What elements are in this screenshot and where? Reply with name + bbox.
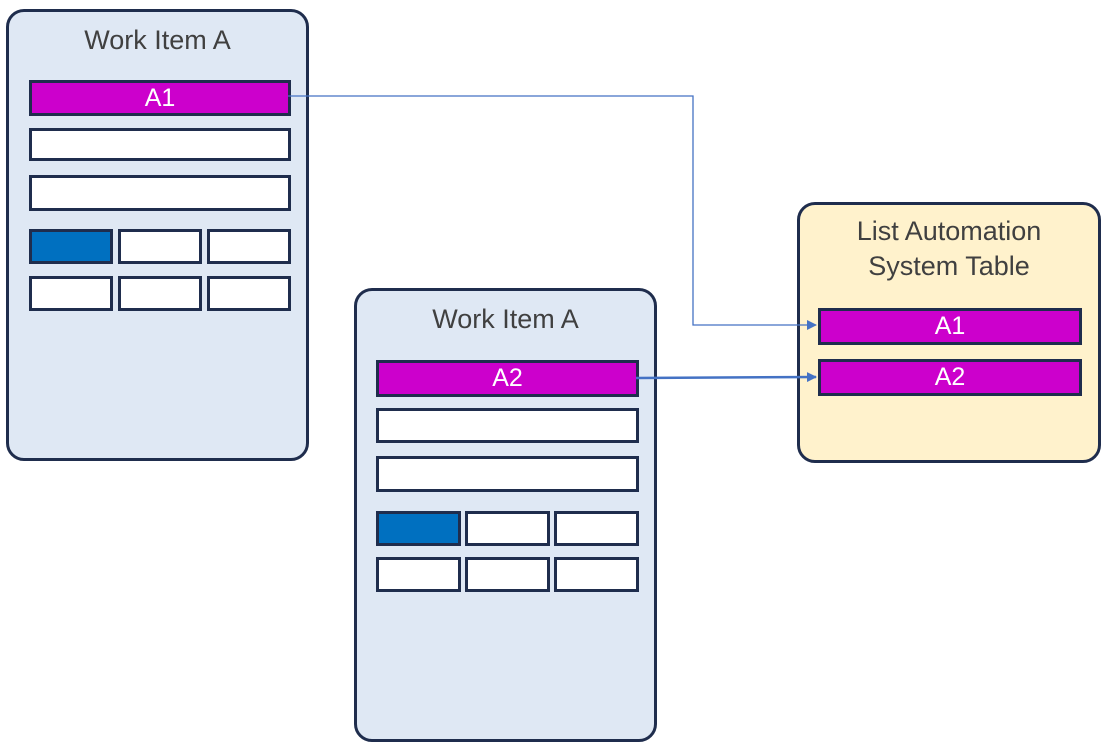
grid-cell [465, 511, 550, 546]
grid-cell [118, 229, 202, 264]
system-table-card: List Automation System Table A1 A2 [797, 202, 1101, 463]
form-field [29, 128, 291, 161]
grid-cell [465, 557, 550, 592]
work-item-title: Work Item A [84, 25, 231, 55]
work-item-id-field: A1 [29, 80, 291, 116]
system-table-title-line-1: List Automation [856, 216, 1042, 246]
grid-cell [207, 229, 291, 264]
work-item-card-2: Work Item A A2 [354, 288, 657, 742]
grid-cell [207, 276, 291, 311]
form-field [29, 175, 291, 211]
grid-cell [118, 276, 202, 311]
form-field [376, 408, 639, 443]
work-item-card-1: Work Item A A1 [6, 9, 309, 461]
grid-cell [554, 511, 639, 546]
grid-cell-selected [376, 511, 461, 546]
connector-a2-arrow [635, 372, 817, 383]
grid-cell-selected [29, 229, 113, 264]
grid-cell [29, 276, 113, 311]
system-table-title-line-2: System Table [868, 251, 1030, 281]
system-table-row: A1 [818, 308, 1082, 345]
system-table-row: A2 [818, 359, 1082, 396]
grid-cell [554, 557, 639, 592]
grid-cell [376, 557, 461, 592]
connector-a1-arrow [288, 95, 817, 330]
form-field [376, 456, 639, 492]
work-item-title: Work Item A [432, 304, 579, 334]
